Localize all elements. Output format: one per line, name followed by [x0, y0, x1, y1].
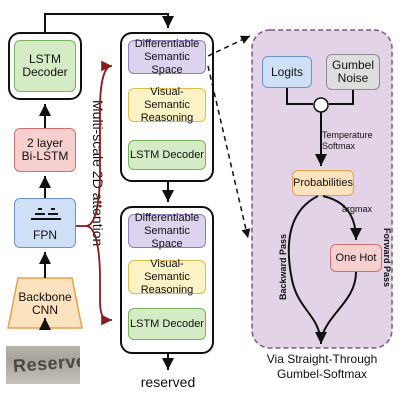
bilstm-box: 2 layer Bi-LSTM: [14, 128, 76, 172]
argmax-label: argmax: [342, 204, 373, 214]
left-lstm-decoder: LSTM Decoder: [14, 40, 76, 92]
attention-arrow-bottom: [85, 225, 113, 326]
panel-caption: Via Straight-Through Gumbel-Softmax: [266, 352, 378, 381]
fpn-box: FPN: [14, 198, 76, 248]
sum-node: [313, 97, 329, 113]
arrow-logits-to-sum: [286, 88, 313, 105]
fpn-label: FPN: [33, 228, 57, 242]
temperature-softmax-label: Temperature Softmax: [322, 130, 373, 151]
backbone-box: Backbone CNN: [18, 290, 72, 317]
arrow-decoder-to-top-stack: [44, 13, 174, 32]
logits-box: Logits: [262, 56, 312, 88]
gumbel-noise-box: Gumbel Noise: [326, 54, 380, 90]
bottom-visual-semantic-reasoning: Visual-Semantic Reasoning: [128, 258, 206, 296]
zoom-line-top: [207, 35, 251, 57]
fpn-icon: [31, 208, 61, 220]
attention-arrow-top: [85, 60, 113, 227]
one-hot-box: One Hot: [330, 244, 382, 272]
forward-pass-path: [321, 271, 357, 337]
probabilities-box: Probabilities: [292, 170, 354, 196]
arrow-gumbel-to-sum: [329, 90, 354, 105]
output-label: reserved: [140, 374, 196, 390]
top-lstm-decoder: LSTM Decoder: [128, 140, 206, 170]
top-semantic-space: Differentiable Semantic Space: [128, 38, 206, 76]
input-word-image: Reserved: [6, 346, 80, 384]
bottom-lstm-decoder: LSTM Decoder: [128, 308, 206, 340]
backward-pass-path: [287, 195, 321, 337]
top-visual-semantic-reasoning: Visual-Semantic Reasoning: [128, 86, 206, 124]
arrow-probabilities-to-onehot: [322, 195, 362, 241]
zoom-line-bottom: [207, 65, 251, 239]
bottom-semantic-space: Differentiable Semantic Space: [128, 212, 206, 250]
